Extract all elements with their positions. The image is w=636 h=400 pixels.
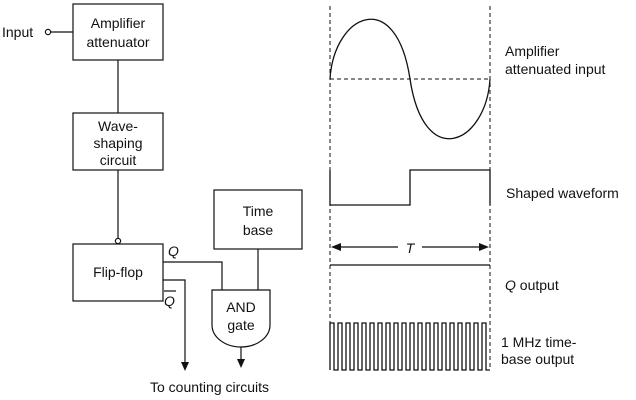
input-label: Input — [2, 24, 33, 40]
and-gate-label-line1: AND — [226, 299, 256, 315]
wave-shaping-block — [72, 112, 164, 171]
flip-flop-label: Flip-flop — [93, 264, 143, 280]
counting-circuits-label: To counting circuits — [150, 379, 269, 395]
time-base-label-line2: base — [243, 222, 274, 238]
amplifier-label-line2: attenuator — [86, 34, 149, 50]
time-base-output-label-line1: 1 MHz time- — [501, 334, 577, 350]
amplifier-input-label-line2: attenuated input — [505, 61, 606, 77]
time-base-pulse-train — [329, 322, 490, 371]
q-output-label: Q output — [505, 277, 559, 293]
amplifier-label-line1: Amplifier — [91, 15, 146, 31]
qbar-to-counter-wire — [163, 279, 186, 365]
period-label: T — [406, 240, 416, 256]
time-base-block — [213, 189, 303, 250]
q-output-label-q: Q — [505, 277, 516, 293]
time-base-label-line1: Time — [243, 203, 274, 219]
amplifier-input-label-line1: Amplifier — [505, 43, 560, 59]
sine-waveform — [329, 18, 491, 140]
and-gate-symbol — [211, 289, 271, 348]
amplifier-attenuator-block — [72, 3, 164, 61]
time-base-output-label-line2: base output — [501, 351, 574, 367]
q-label: Q — [168, 243, 179, 259]
shaped-waveform-label: Shaped waveform — [506, 185, 619, 201]
qbar-label: Q — [164, 293, 175, 309]
qbar-arrow-icon — [181, 362, 189, 371]
wave-shaping-label-line3: circuit — [100, 152, 137, 168]
shaped-waveform — [329, 169, 491, 206]
and-output-arrow-icon — [237, 359, 245, 368]
and-gate-label-line2: gate — [227, 317, 254, 333]
flip-flop-block — [72, 243, 164, 302]
input-terminal-icon — [44, 28, 52, 36]
flipflop-clock-input-icon — [114, 237, 122, 245]
q-to-and-wire — [163, 261, 223, 290]
wave-shaping-label-line1: Wave- — [98, 118, 138, 134]
period-label-bg — [398, 238, 422, 256]
wave-shaping-label-line2: shaping — [93, 135, 142, 151]
period-arrow-left-icon — [331, 243, 341, 251]
period-arrow-right-icon — [479, 243, 489, 251]
q-output-label-rest: output — [516, 277, 559, 293]
